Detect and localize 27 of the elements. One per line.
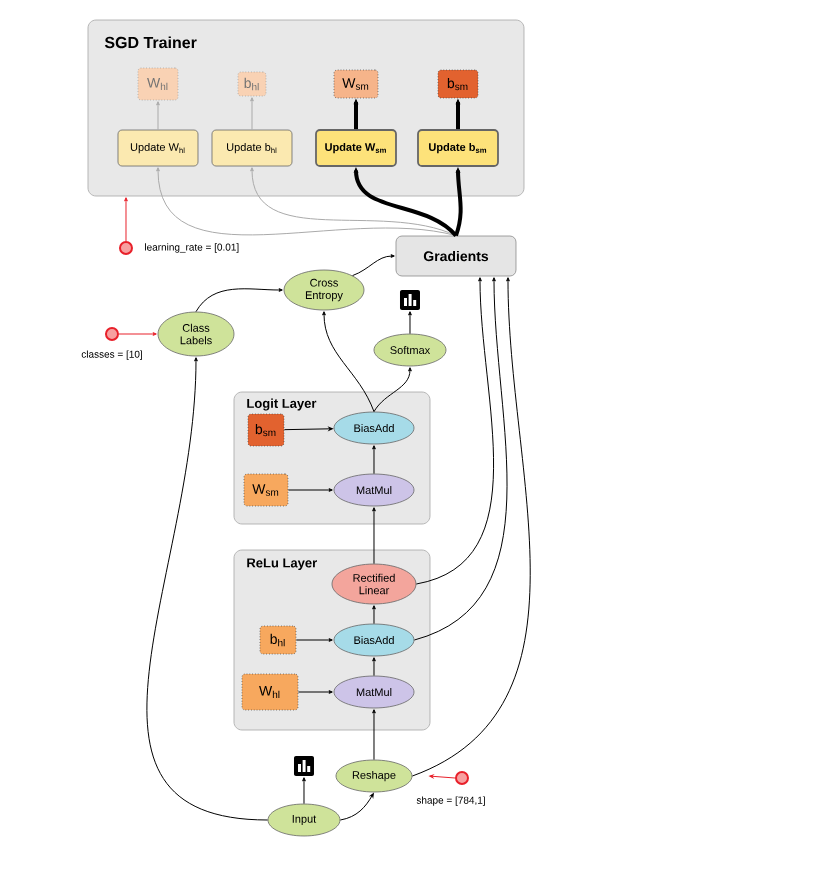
chart-icon xyxy=(294,756,314,776)
arrow xyxy=(415,277,495,585)
arrow xyxy=(195,288,283,313)
arrow xyxy=(429,774,456,779)
arrow xyxy=(302,777,306,805)
arrow xyxy=(372,657,376,677)
arrow xyxy=(372,709,376,761)
arrow xyxy=(118,332,157,336)
arrow xyxy=(295,638,333,642)
arrow xyxy=(413,277,508,641)
arrow xyxy=(297,690,333,694)
arrow xyxy=(339,793,374,821)
arrow xyxy=(322,311,375,413)
chart-icon xyxy=(400,290,420,310)
arrow xyxy=(372,605,376,625)
arrow xyxy=(156,167,457,237)
arrow xyxy=(124,197,128,242)
arrow xyxy=(372,445,376,475)
arrow xyxy=(287,488,333,492)
arrow xyxy=(411,277,531,777)
arrow xyxy=(352,254,395,277)
arrow xyxy=(372,507,376,565)
arrow xyxy=(283,427,333,431)
arrow xyxy=(373,367,412,413)
arrow xyxy=(250,167,457,237)
arrow xyxy=(146,357,269,821)
arrow xyxy=(408,311,412,335)
